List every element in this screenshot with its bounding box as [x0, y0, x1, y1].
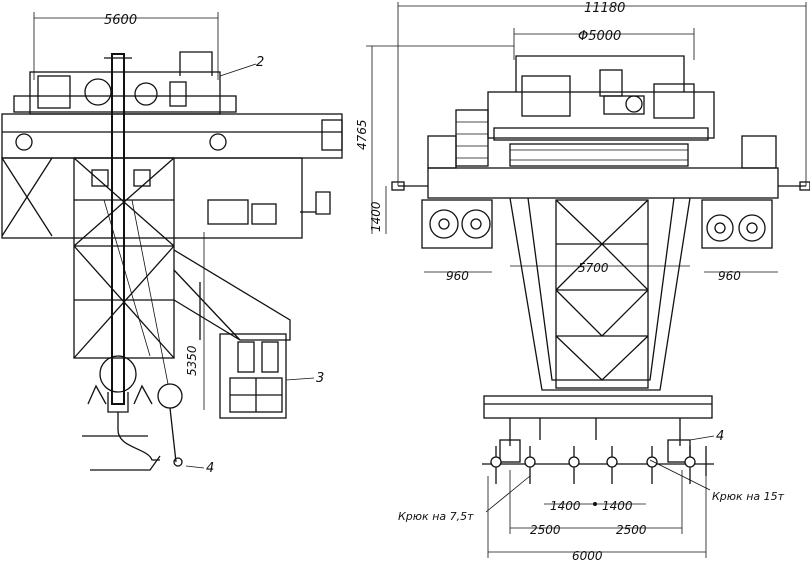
callout-2: 2	[256, 55, 264, 70]
left-view: 5600	[1, 12, 343, 471]
dim-left-width: 5600	[104, 13, 137, 28]
dim-height-lower: 1400	[369, 201, 383, 232]
dim-inner-width: 5700	[578, 261, 609, 275]
callout-4-left: 4	[206, 461, 214, 476]
dim-base: 6000	[572, 549, 603, 563]
label-hook-small: Крюк на 7,5т	[398, 510, 474, 523]
dim-hook2-right: 2500	[616, 523, 647, 537]
label-hook-large: Крюк на 15т	[712, 490, 785, 503]
dim-lower-height: 5350	[185, 345, 199, 376]
dim-wheel-left: 960	[446, 269, 469, 283]
right-view: 11180 Φ5000 4765 1400	[355, 1, 810, 563]
dim-overall-length: 11180	[584, 1, 625, 16]
dim-height-total: 4765	[355, 119, 369, 150]
dim-hook-left: 1400	[550, 499, 581, 513]
dim-diameter: Φ5000	[578, 29, 621, 44]
callout-3: 3	[316, 371, 324, 386]
dim-hook2-left: 2500	[530, 523, 561, 537]
callout-4-right: 4	[716, 429, 724, 444]
dim-hook-right: 1400	[602, 499, 633, 513]
dim-wheel-right: 960	[718, 269, 741, 283]
